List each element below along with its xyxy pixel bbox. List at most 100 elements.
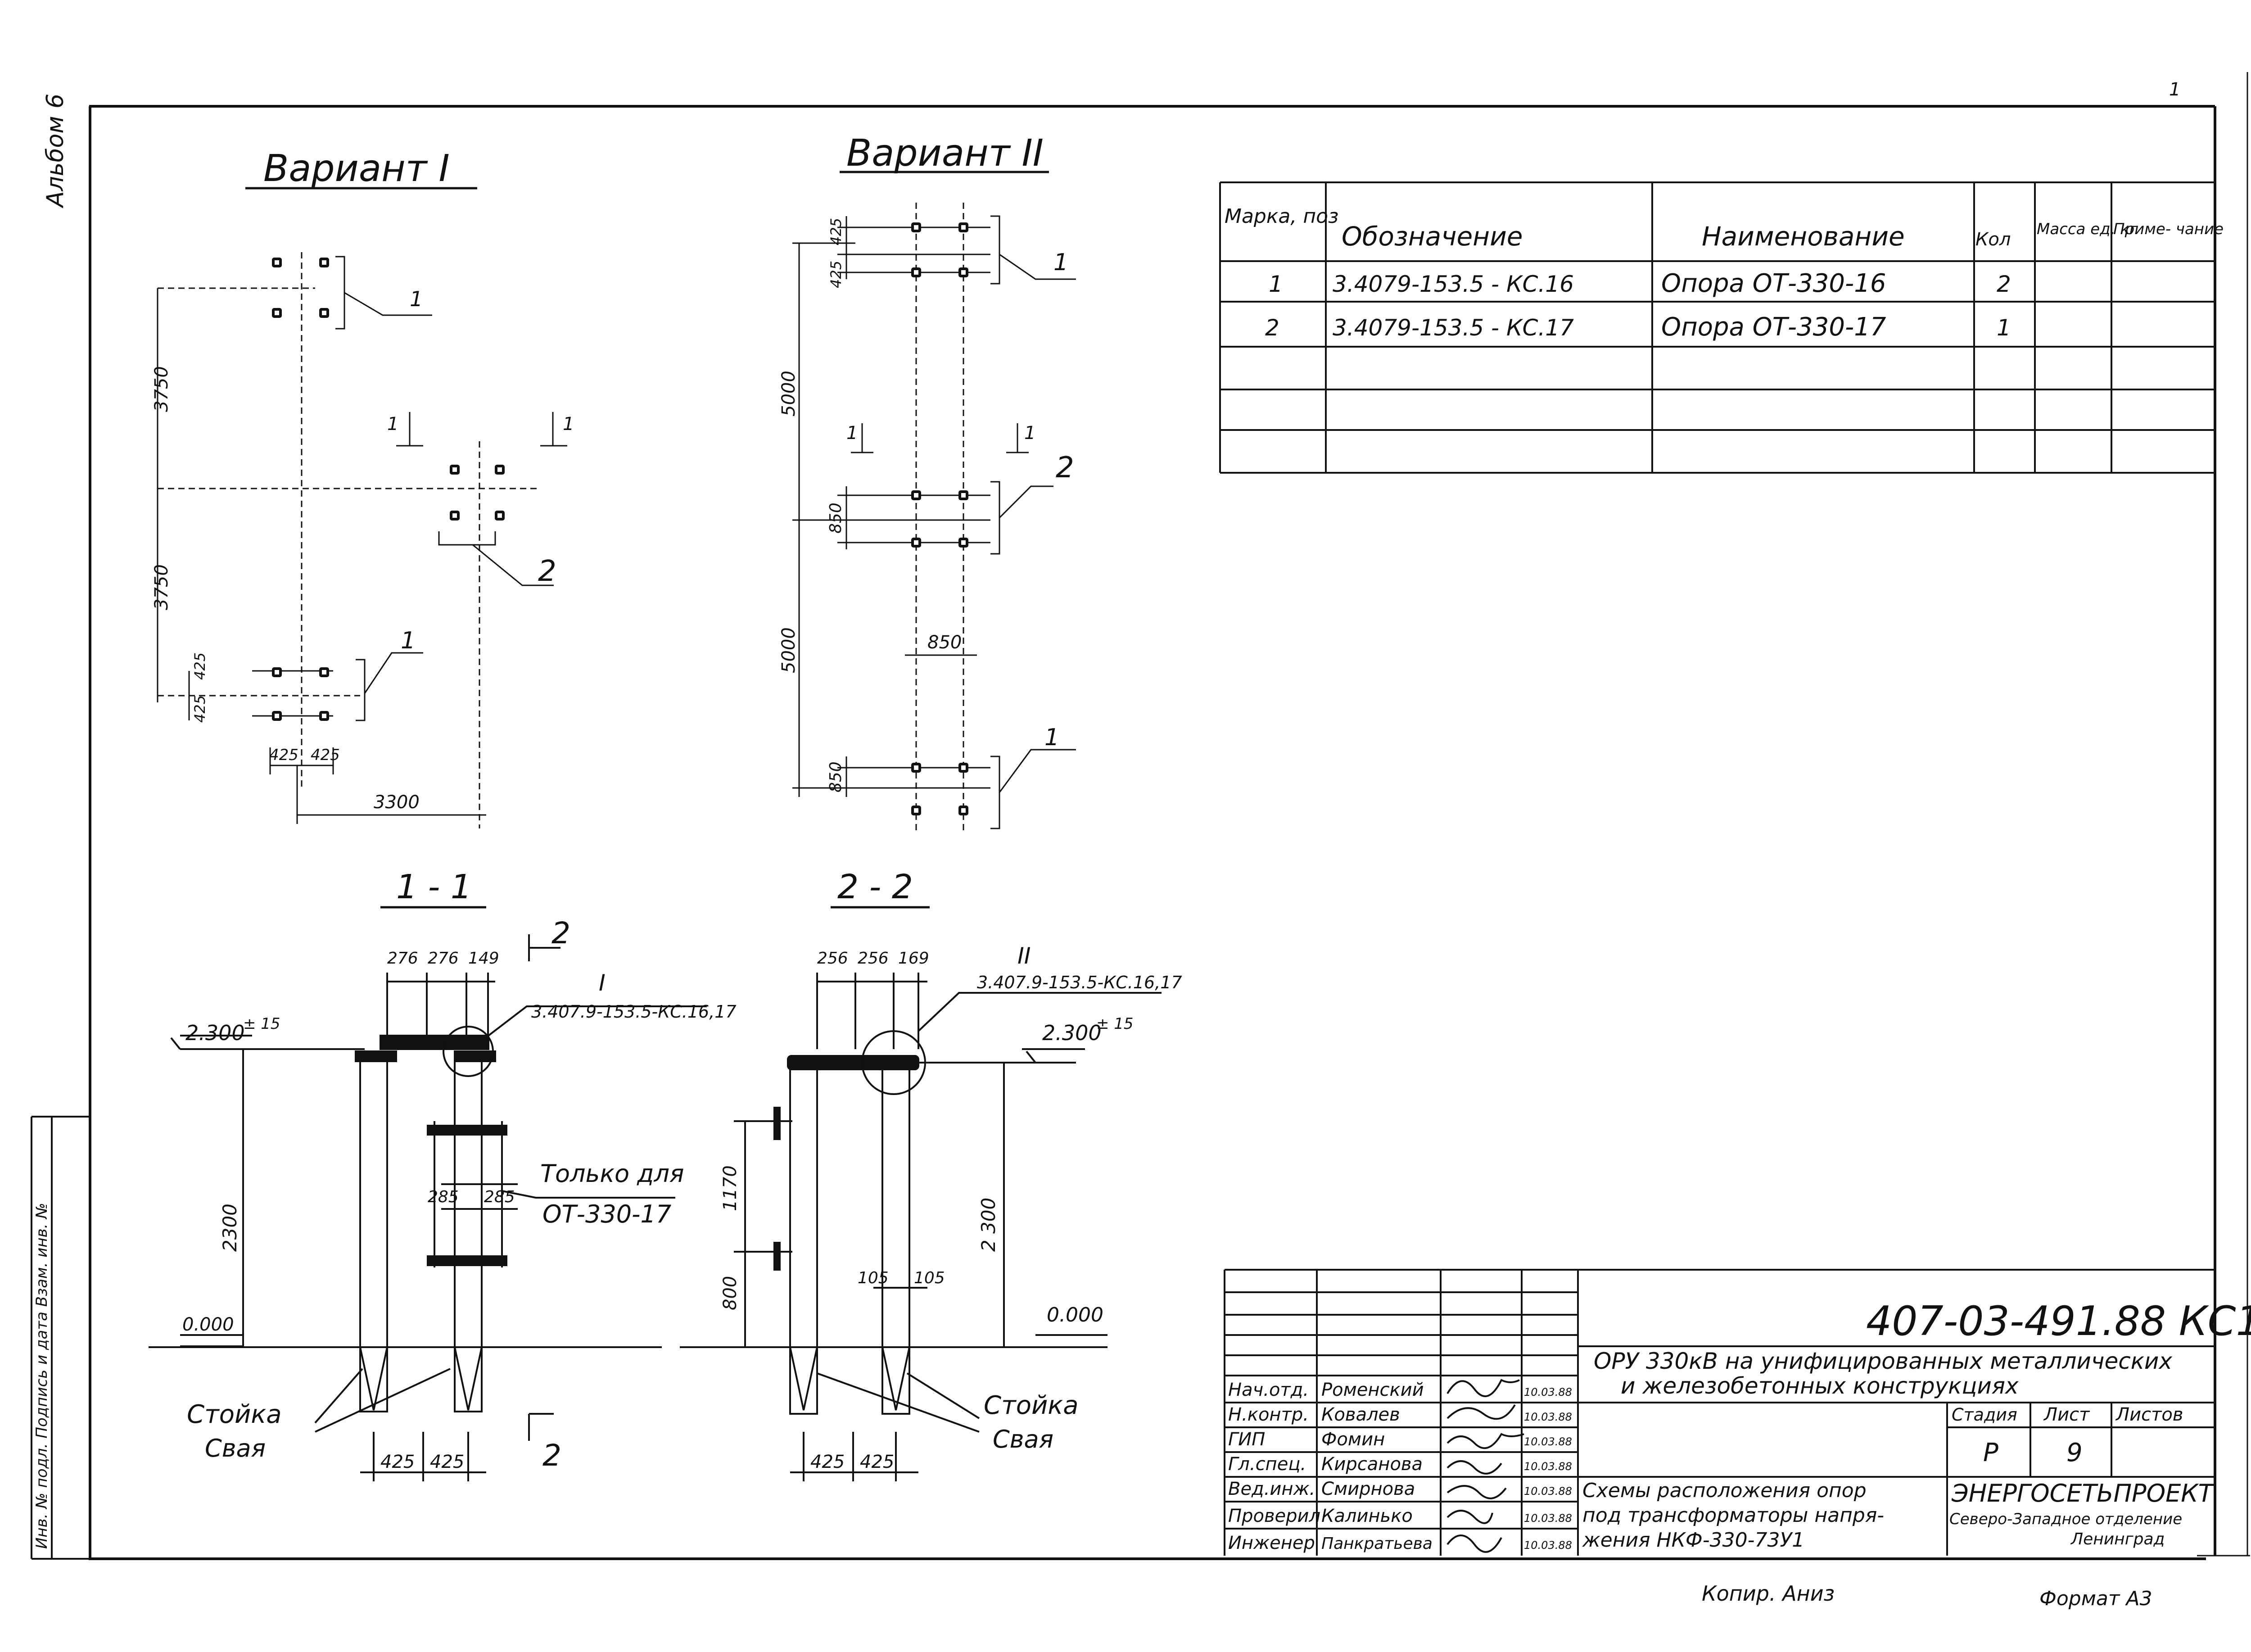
s22-detail-roman: II <box>1017 943 1031 969</box>
tb-project-1: ОРУ 330кВ на унифицированных металлическ… <box>1594 1348 2172 1374</box>
tb-project-2: и железобетонных конструкциях <box>1621 1373 2019 1399</box>
s22-dim-256-1: 256 <box>817 949 848 968</box>
v2-dim-850-h: 850 <box>927 632 962 653</box>
tb-date-2: 10.03.88 <box>1524 1411 1572 1423</box>
footer-format: Формат А3 <box>2039 1587 2152 1610</box>
sheet-frame <box>89 72 2250 1560</box>
tb-role-6: Проверил <box>1228 1506 1320 1526</box>
tb-role-1: Нач.отд. <box>1228 1380 1309 1400</box>
s11-dim-149: 149 <box>468 949 499 968</box>
s11-only-for-2: ОТ-330-17 <box>542 1200 671 1228</box>
variant-2-title: Вариант II <box>846 132 1044 175</box>
s22-dim-105-1: 105 <box>858 1269 889 1287</box>
s11-label-stoika: Стойка <box>187 1400 282 1429</box>
spec-row2-qty: 1 <box>1997 315 2011 341</box>
v2-dim-850-a: 850 <box>827 502 845 534</box>
s11-cut-label-bottom: 2 <box>542 1438 561 1473</box>
tb-drawing-2: под трансформаторы напря- <box>1582 1504 1884 1527</box>
variant-1: Вариант I <box>151 147 574 828</box>
spec-col-qty: Кол <box>1975 229 2011 250</box>
tb-drawing-3: жения НКФ-330-73У1 <box>1582 1529 1804 1552</box>
tb-drawing-1: Схемы расположения опор <box>1582 1479 1867 1502</box>
spec-row1-designation: 3.4079-153.5 - КС.16 <box>1333 271 1574 297</box>
v2-callout-top: 1 <box>1053 249 1068 276</box>
title-block: 407-03-491.88 КС1 ОРУ 330кВ на унифициро… <box>1224 1269 2251 1556</box>
tb-name-6: Калинько <box>1321 1506 1413 1526</box>
s22-dim-169: 169 <box>898 949 929 968</box>
v1-callout-bot: 1 <box>401 627 416 654</box>
v2-callout-bot: 1 <box>1044 724 1059 751</box>
tb-role-3: ГИП <box>1228 1429 1265 1450</box>
v1-dim-425-v2: 425 <box>191 695 208 723</box>
v2-section-mark-right: 1 <box>1024 423 1035 444</box>
tb-code: 407-03-491.88 КС1 <box>1866 1298 2251 1345</box>
spec-row2-designation: 3.4079-153.5 - КС.17 <box>1333 315 1574 341</box>
s11-dim-425-2: 425 <box>430 1452 464 1472</box>
tb-org-2: Северо-Западное отделение <box>1949 1510 2182 1528</box>
s22-detail-ref: 3.407.9-153.5-КС.16,17 <box>977 973 1182 992</box>
section-2-2-title: 2 - 2 <box>837 868 913 906</box>
spec-col-designation: Обозначение <box>1342 221 1523 252</box>
s11-detail-roman: I <box>599 970 606 996</box>
s22-elev-top-tol: ± 15 <box>1096 1015 1134 1033</box>
v1-section-mark-right: 1 <box>563 414 574 434</box>
v1-dim-425-v1: 425 <box>191 652 208 680</box>
s22-elev-zero: 0.000 <box>1047 1303 1103 1326</box>
spec-row1-qty: 2 <box>1997 271 2011 297</box>
v2-dim-425-a: 425 <box>827 218 845 245</box>
tb-stage-hdr: Стадия <box>1952 1405 2017 1425</box>
tb-date-6: 10.03.88 <box>1524 1512 1572 1525</box>
side-stamp-text: Инв. № подл. Подпись и дата Взам. инв. № <box>33 1203 51 1549</box>
tb-name-4: Кирсанова <box>1321 1454 1423 1475</box>
tb-name-7: Панкратьева <box>1321 1534 1433 1553</box>
v2-dim-425-b: 425 <box>827 261 845 288</box>
s11-detail-ref: 3.407.9-153.5-КС.16,17 <box>531 1002 737 1022</box>
v1-callout-top: 1 <box>410 287 423 311</box>
s11-dim-425-1: 425 <box>380 1452 415 1472</box>
v2-section-mark-left: 1 <box>846 423 858 444</box>
s22-dim-256-2: 256 <box>858 949 889 968</box>
section-1-1: 1 - 1 <box>149 868 737 1481</box>
v2-dim-5000-upper: 5000 <box>778 371 799 416</box>
s11-dim-276-2: 276 <box>428 949 459 968</box>
v1-section-mark-left: 1 <box>387 414 398 434</box>
v2-callout-mid: 2 <box>1056 451 1074 484</box>
tb-date-3: 10.03.88 <box>1524 1435 1572 1448</box>
spec-col-mark: Марка, поз <box>1225 205 1338 228</box>
s22-dim-2300: 2 300 <box>977 1198 999 1252</box>
spec-row2-mark: 2 <box>1265 315 1279 341</box>
tb-date-5: 10.03.88 <box>1524 1485 1572 1498</box>
tb-org-3: Ленинград <box>2070 1530 2165 1548</box>
v1-dim-3300: 3300 <box>374 792 420 813</box>
s11-label-svaya: Свая <box>205 1434 266 1462</box>
footer-copied: Копир. Аниз <box>1702 1581 1835 1606</box>
signature-scribbles <box>1446 1379 1524 1553</box>
tb-role-4: Гл.спец. <box>1228 1454 1306 1475</box>
v1-dim-3750-upper: 3750 <box>151 366 172 412</box>
s11-elev-top-tol: ± 15 <box>243 1015 280 1033</box>
s11-only-for-1: Только для <box>540 1159 684 1188</box>
tb-stage: Р <box>1983 1438 1998 1467</box>
s22-elev-top: 2.300 <box>1042 1021 1102 1045</box>
tb-date-4: 10.03.88 <box>1524 1460 1572 1473</box>
tb-name-1: Роменский <box>1321 1380 1424 1400</box>
v1-dim-3750-lower: 3750 <box>151 564 172 610</box>
spec-col-name: Наименование <box>1702 221 1905 252</box>
spec-row1-name: Опора ОТ-330-16 <box>1661 269 1886 298</box>
spec-col-mass: Масса ед, кг <box>2037 220 2138 238</box>
tb-role-7: Инженер <box>1228 1533 1315 1553</box>
s22-label-stoika: Стойка <box>984 1391 1079 1420</box>
corner-mark: 1 <box>2169 79 2180 100</box>
s11-dim-276-1: 276 <box>387 949 418 968</box>
s22-dim-105-2: 105 <box>914 1269 945 1287</box>
spec-row2-name: Опора ОТ-330-17 <box>1661 312 1886 342</box>
side-stamp <box>31 1116 90 1560</box>
s11-cut-label: 2 <box>551 916 570 950</box>
s22-label-svaya: Свая <box>993 1425 1053 1453</box>
v2-dim-850-b: 850 <box>827 761 845 792</box>
variant-1-title: Вариант I <box>263 147 450 190</box>
s22-dim-425-1: 425 <box>810 1452 845 1472</box>
spec-col-note: Приме- чание <box>2113 220 2224 238</box>
section-1-1-title: 1 - 1 <box>396 868 472 906</box>
